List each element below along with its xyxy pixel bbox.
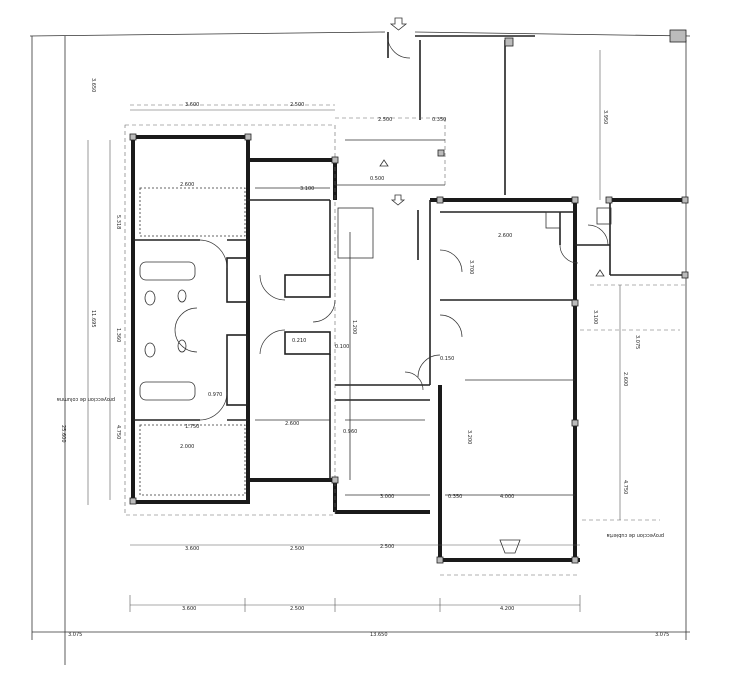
interior-details	[139, 139, 612, 554]
dim-int-15: 0.960	[343, 429, 357, 435]
dimension-labels-top: 3.600 2.500 2.500 0.350	[185, 102, 446, 123]
dim-left-5: 3.650	[90, 78, 96, 92]
dim-int-9: 3.700	[468, 260, 474, 274]
dim-int-8: 0.350	[448, 494, 462, 500]
dim-left-6: 1.360	[115, 328, 121, 342]
note-roof-projection: proyeccion de cubierta	[607, 532, 664, 538]
dim-int-5: 2.600	[285, 421, 299, 427]
dim-bottom-2-2: 2.500	[290, 606, 304, 612]
dim-bottom-1-1: 3.600	[185, 546, 199, 552]
dim-int-14: 0.100	[335, 344, 349, 350]
note-column-projection: proyeccion de columna	[57, 396, 115, 402]
dim-int-2: 3.100	[300, 186, 314, 192]
dim-int-16: 0.150	[440, 356, 454, 362]
dim-right-2: 3.075	[634, 335, 640, 349]
dim-top-1: 3.600	[185, 102, 199, 108]
dim-int-12: 3.200	[466, 430, 472, 444]
dim-right-1: 3.950	[602, 110, 608, 124]
dim-top-2: 2.500	[290, 102, 304, 108]
dim-top-3: 2.500	[378, 117, 392, 123]
dim-left-1: 5.318	[115, 215, 121, 229]
site-boundary	[29, 31, 691, 665]
dim-int-17: 0.210	[292, 338, 306, 344]
dim-bottom-2-1: 3.600	[182, 606, 196, 612]
projection-lines	[124, 117, 686, 576]
dim-int-10: 2.600	[498, 233, 512, 239]
dim-left-2: 11.695	[90, 310, 96, 328]
dim-int-13: 1.200	[351, 320, 357, 334]
bathroom-fixtures	[139, 207, 374, 401]
dimension-labels-interior: 2.600 3.100 0.970 1.750 2.600 2.000 3.00…	[180, 176, 514, 500]
right-wing-walls	[415, 35, 686, 562]
dim-left-3: 4.750	[115, 425, 121, 439]
door-swings	[174, 224, 609, 421]
dim-int-1: 2.600	[180, 182, 194, 188]
dim-int-7: 3.000	[380, 494, 394, 500]
dim-int-11: 4.000	[500, 494, 514, 500]
dim-bottom-1-2: 2.500	[290, 546, 304, 552]
dim-int-6: 2.000	[180, 444, 194, 450]
dim-int-3: 0.970	[208, 392, 222, 398]
dim-bottom-1-3: 2.500	[380, 544, 394, 550]
dim-right-3: 4.750	[622, 480, 628, 494]
dim-bottom-2-3: 4.200	[500, 606, 514, 612]
dim-overall-left: 3.075	[68, 632, 82, 638]
entry-arrows	[379, 159, 605, 277]
dim-int-18: 0.500	[370, 176, 384, 182]
structural-columns	[129, 29, 689, 564]
dimension-lines	[87, 50, 621, 612]
dim-top-4: 0.350	[432, 117, 446, 123]
dimension-labels-right: 3.950 3.075 4.750 2.600 3.100	[592, 110, 640, 494]
drawing-notes: proyeccion de columna proyeccion de cubi…	[57, 396, 664, 538]
dimension-labels-left: 5.318 11.695 4.750 25.600 3.650 1.360	[60, 78, 121, 443]
dim-int-4: 1.750	[185, 424, 199, 430]
center-core-walls	[226, 199, 430, 480]
dim-overall: 13.650	[370, 632, 388, 638]
dim-right-4: 2.600	[622, 372, 628, 386]
left-wing-walls	[131, 135, 430, 514]
dim-left-4: 25.600	[60, 425, 66, 443]
dimension-labels-bottom: 3.600 2.500 2.500 3.600 2.500 4.200 13.6…	[68, 544, 669, 638]
entrance-arrow-top	[387, 17, 411, 59]
dim-right-5: 3.100	[592, 310, 598, 324]
dim-overall-right: 3.075	[655, 632, 669, 638]
